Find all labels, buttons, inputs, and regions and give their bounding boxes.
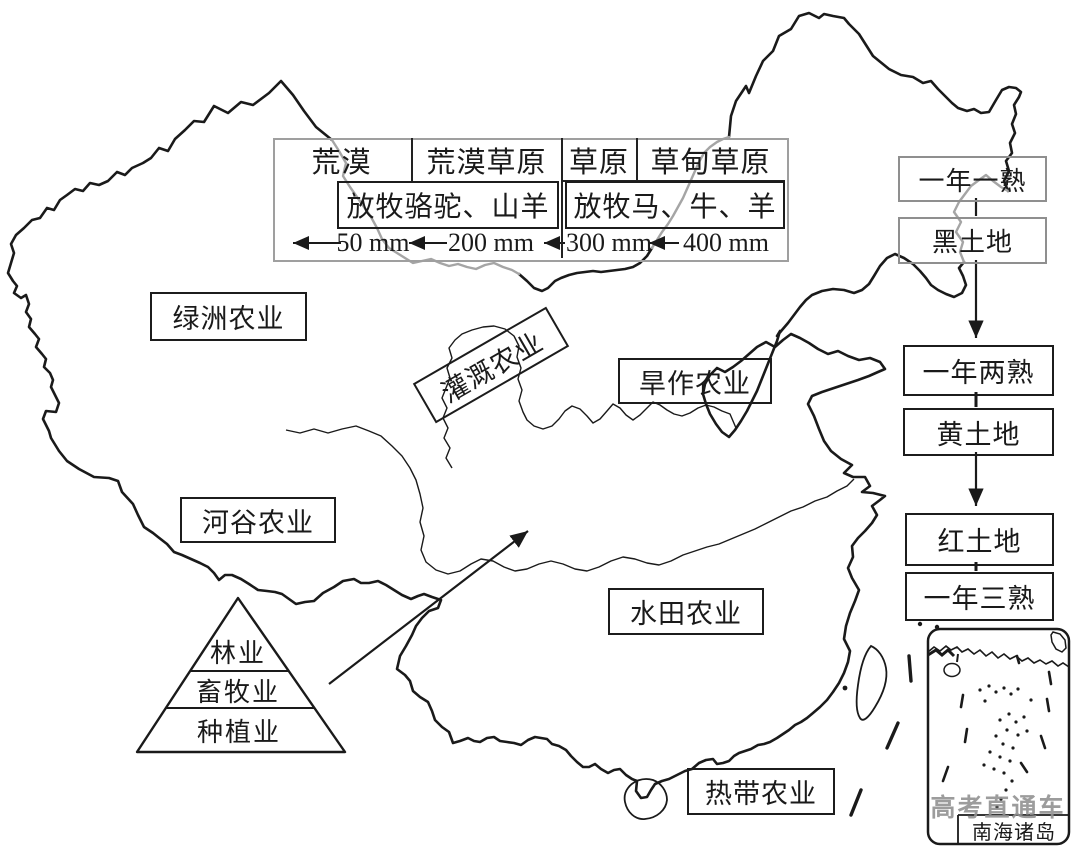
isohyet-200mm: 200 mm bbox=[448, 228, 534, 257]
zone-desert-steppe: 荒漠草原 bbox=[426, 147, 547, 179]
isohyet-300mm: 300 mm bbox=[566, 228, 652, 257]
table-divider bbox=[561, 138, 563, 258]
isohyet-400mm: 400 mm bbox=[683, 228, 769, 257]
label-valley-agriculture: 河谷农业 bbox=[180, 497, 336, 543]
arrows bbox=[293, 198, 984, 685]
taiwan-island bbox=[855, 644, 888, 721]
label-dryland-agriculture: 旱作农业 bbox=[618, 358, 772, 404]
chain-red-soil: 红土地 bbox=[905, 513, 1054, 566]
grazing-camel-goat-box: 放牧骆驼、山羊 bbox=[337, 181, 559, 229]
chain-one-crop-per-year: 一年一熟 bbox=[898, 156, 1047, 202]
chain-three-crops-per-year: 一年三熟 bbox=[905, 572, 1054, 621]
pyramid-crop-planting: 种植业 bbox=[196, 717, 281, 747]
northeast-trend-arrow bbox=[328, 530, 529, 685]
islands bbox=[623, 644, 888, 820]
zone-desert: 荒漠 bbox=[311, 147, 372, 179]
maritime-dashes bbox=[842, 621, 940, 817]
yellow-river bbox=[441, 325, 737, 469]
table-divider bbox=[411, 138, 413, 182]
chain-yellow-soil: 黄土地 bbox=[903, 408, 1054, 456]
rivers bbox=[285, 325, 855, 575]
zone-meadow-steppe: 草甸草原 bbox=[650, 147, 771, 179]
inset-dash-line bbox=[941, 654, 1053, 783]
grassland-table bbox=[273, 138, 789, 262]
nanhai-islands-label: 南海诸岛 bbox=[972, 821, 1056, 844]
hainan-island bbox=[623, 778, 668, 820]
china-outline bbox=[6, 11, 1023, 800]
pyramid-animal-husbandry: 畜牧业 bbox=[195, 677, 280, 707]
label-tropical-agriculture: 热带农业 bbox=[687, 768, 835, 815]
inset-coastline bbox=[927, 644, 1070, 668]
watermark-text: 高考直通车 bbox=[930, 795, 1066, 822]
inset-hainan bbox=[943, 662, 961, 678]
label-paddy-agriculture: 水田农业 bbox=[608, 588, 764, 635]
nanhai-inset bbox=[926, 627, 1071, 846]
grazing-horse-cattle-sheep-box: 放牧马、牛、羊 bbox=[565, 181, 785, 229]
chain-black-soil: 黑土地 bbox=[898, 217, 1047, 264]
sector-pyramid bbox=[135, 596, 347, 754]
inset-island-dots bbox=[978, 684, 1033, 809]
yangtze-river bbox=[285, 425, 855, 575]
table-divider bbox=[636, 138, 638, 182]
isohyet-50mm: 50 mm bbox=[336, 228, 410, 257]
inset-taiwan bbox=[1050, 631, 1067, 653]
label-oasis-agriculture: 绿洲农业 bbox=[150, 292, 307, 341]
chain-two-crops-per-year: 一年两熟 bbox=[903, 345, 1054, 396]
pyramid-forestry: 林业 bbox=[209, 638, 266, 668]
zone-steppe: 草原 bbox=[568, 147, 629, 179]
